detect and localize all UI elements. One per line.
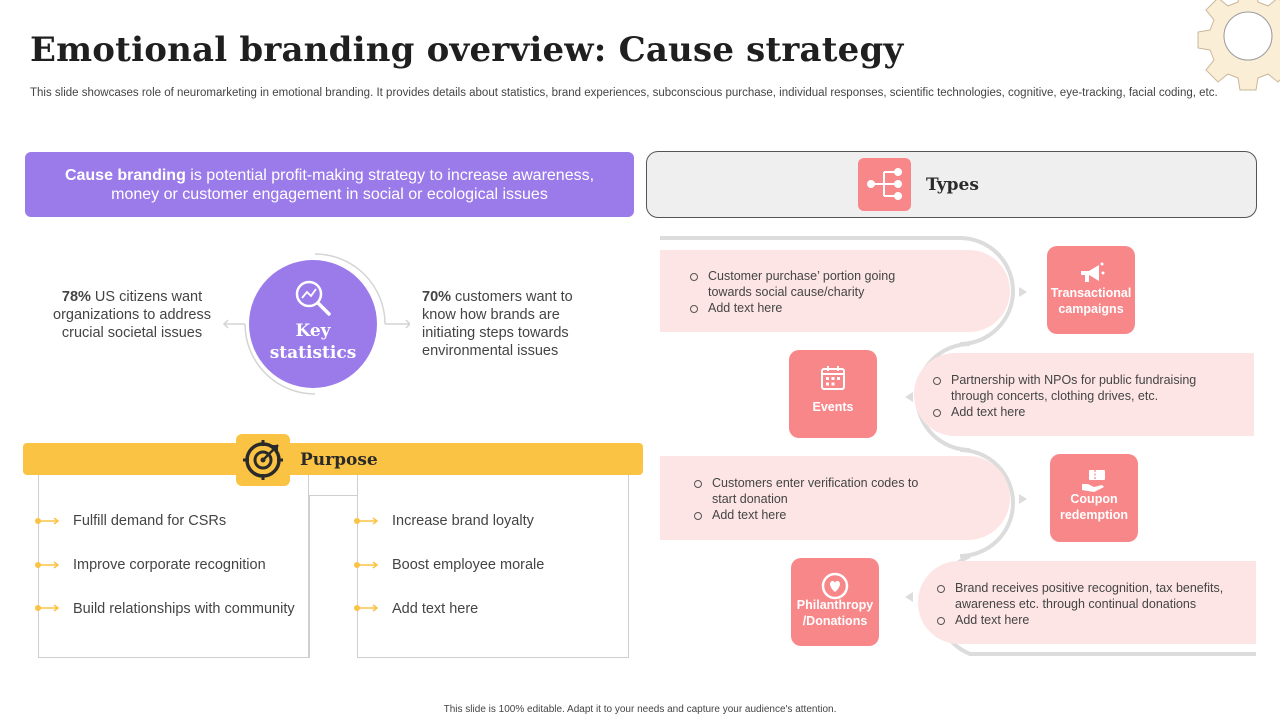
types-title: Types <box>926 175 979 195</box>
type-3-bullets: Customers enter verification codes to st… <box>694 475 944 523</box>
type-bullet: Partnership with NPOs for public fundrai… <box>933 372 1223 404</box>
type-bullet: Add text here <box>937 612 1242 628</box>
stat-right-text: customers want to know how brands are in… <box>422 289 573 359</box>
type-bullet: Brand receives positive recognition, tax… <box>937 580 1242 612</box>
key-statistics-circle <box>249 260 377 388</box>
type-bar-4 <box>918 561 1256 644</box>
footer-note: This slide is 100% editable. Adapt it to… <box>443 704 837 715</box>
type-bar-2 <box>914 353 1254 436</box>
purpose-connector-left <box>309 495 310 658</box>
key-label-line1: Key <box>295 321 331 341</box>
purpose-item: Increase brand loyalty <box>392 513 534 529</box>
purpose-item: Add text here <box>392 601 479 617</box>
arrow-bullet-icon <box>35 604 60 612</box>
purpose-icon-tile <box>236 434 290 486</box>
type-bullet: Customer purchase’ portion going towards… <box>690 268 930 300</box>
stat-right: 70% customers want to know how brands ar… <box>422 288 592 360</box>
stat-right-percent: 70% <box>422 289 452 305</box>
purpose-item: Boost employee morale <box>392 557 545 573</box>
type-bullet: Add text here <box>690 300 930 316</box>
type-2-bullets: Partnership with NPOs for public fundrai… <box>933 372 1223 420</box>
target-icon <box>243 440 283 480</box>
type-bullet: Customers enter verification codes to st… <box>694 475 944 507</box>
badge-philanthropy-donations: Philanthropy /Donations <box>791 558 879 646</box>
key-label-line2: statistics <box>269 343 357 363</box>
badge-label-line1: Coupon <box>1070 492 1118 506</box>
purpose-header-bar <box>23 443 643 475</box>
badge-label-line2: redemption <box>1059 508 1129 522</box>
purpose-title: Purpose <box>300 450 378 470</box>
definition-term: Cause branding <box>64 167 186 184</box>
badge-transactional-campaigns: Transactional campaigns <box>1047 246 1135 334</box>
badge-label-line2: /Donations <box>802 614 868 628</box>
definition-banner: Cause branding is potential profit-makin… <box>25 152 634 217</box>
types-icon-tile <box>858 158 911 211</box>
purpose-item: Build relationships with community <box>73 601 295 617</box>
definition-text: is potential profit-making strategy to i… <box>111 167 595 203</box>
type-4-bullets: Brand receives positive recognition, tax… <box>937 580 1242 628</box>
type-1-bullets: Customer purchase’ portion going towards… <box>690 268 930 316</box>
arrow-bullet-icon <box>354 604 379 612</box>
badge-events: Events <box>789 350 877 438</box>
type-bullet: Add text here <box>933 404 1223 420</box>
types-header <box>646 151 1257 218</box>
type-bar-1 <box>660 250 1010 332</box>
arrow-bullet-icon <box>35 561 60 569</box>
stat-left-percent: 78% <box>61 289 91 305</box>
page-title: Emotional branding overview: Cause strat… <box>30 30 904 70</box>
heart-hands-icon <box>821 572 849 600</box>
purpose-connector <box>309 495 357 496</box>
arrow-bullet-icon <box>35 517 60 525</box>
badge-coupon-redemption: Coupon redemption <box>1050 454 1138 542</box>
purpose-item: Fulfill demand for CSRs <box>73 513 227 529</box>
purpose-item: Improve corporate recognition <box>73 557 266 573</box>
purpose-connector-right <box>357 495 358 658</box>
type-bar-3 <box>660 456 1010 540</box>
calendar-icon <box>821 366 845 390</box>
hierarchy-icon <box>867 168 902 200</box>
megaphone-icon <box>1081 262 1105 282</box>
key-statistics-label: Key statistics <box>249 320 377 364</box>
type-bullet: Add text here <box>694 507 944 523</box>
badge-label-line1: Events <box>812 400 854 414</box>
badge-label-line2: campaigns <box>1058 302 1124 316</box>
gear-icon <box>1197 0 1280 91</box>
coupon-hand-icon <box>1082 470 1105 492</box>
badge-label-line1: Transactional <box>1050 286 1132 300</box>
stats-ring-decoration <box>222 253 410 395</box>
page-subtitle: This slide showcases role of neuromarket… <box>30 87 1218 99</box>
badge-label-line1: Philanthropy <box>796 598 874 612</box>
magnifier-chart-icon <box>295 280 331 316</box>
stat-left: 78% US citizens want organizations to ad… <box>52 288 212 342</box>
arrow-bullet-icon <box>354 517 379 525</box>
stat-left-text: US citizens want organizations to addres… <box>53 289 211 341</box>
arrow-bullet-icon <box>354 561 379 569</box>
